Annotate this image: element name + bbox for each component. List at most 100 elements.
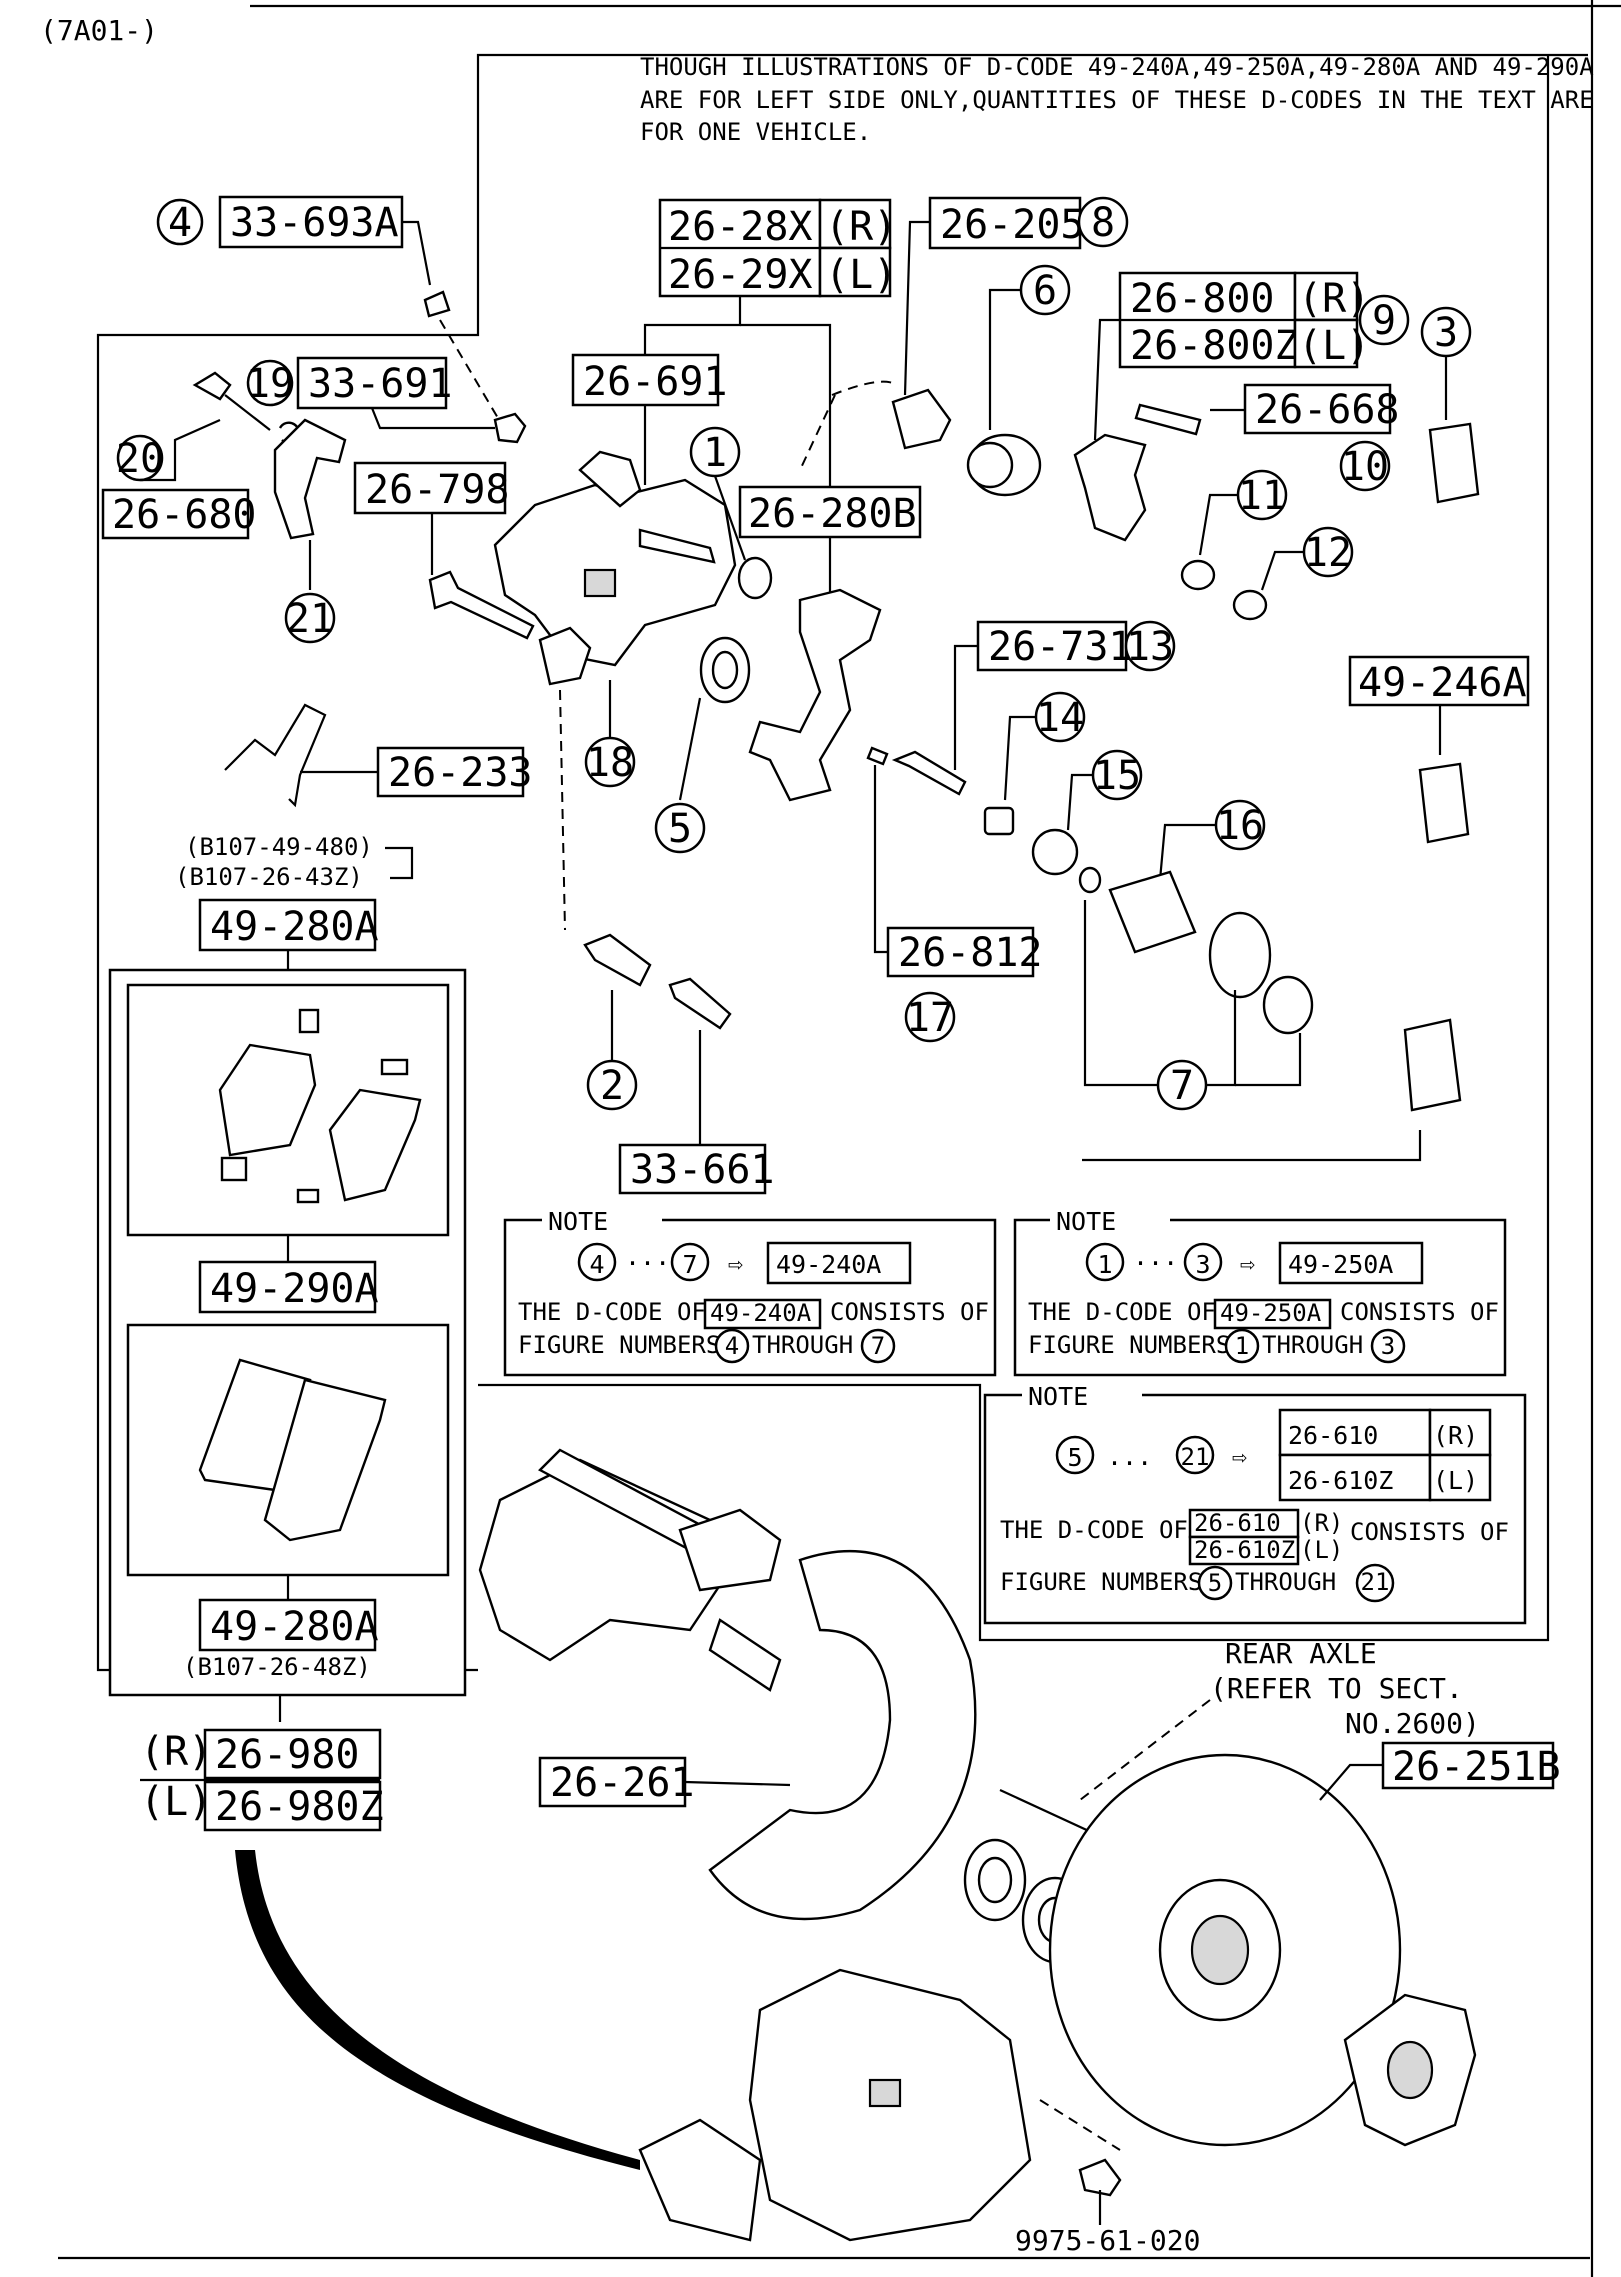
shim-illustrations — [218, 1008, 422, 1204]
note2-text-d: THROUGH — [1262, 1331, 1363, 1359]
guide-pin-bolt — [428, 570, 535, 640]
note1-text-c: FIGURE NUMBERS — [518, 1331, 720, 1359]
note1-arrow: ⇨ — [728, 1249, 743, 1278]
note3-inline-side-r: (R) — [1300, 1509, 1343, 1537]
note1-inline-a-circle — [714, 1328, 750, 1364]
part-26-233-group: 26-233 — [224, 703, 533, 808]
callout-21-group: 21 — [273, 418, 347, 644]
part-code-26-29X: 26-29X — [668, 252, 813, 298]
spindle-part — [891, 388, 952, 450]
callout-19 — [246, 359, 294, 407]
part-26-691-group: 26-691 — [571, 353, 728, 485]
note3-inline-b: 21 — [1361, 1568, 1390, 1596]
part-box-26-798 — [353, 461, 507, 515]
pin-part — [866, 746, 889, 766]
part-code-26-812: 26-812 — [898, 930, 1043, 976]
o-ring-large — [1262, 975, 1314, 1035]
assy-l-label: (L) — [140, 1779, 212, 1825]
pin-boot-part — [737, 556, 773, 600]
brake-pad-lower — [1403, 1018, 1462, 1112]
note3-code-l: 26-610Z — [1288, 1466, 1393, 1495]
callout-3-group: 3 — [1420, 306, 1480, 504]
part-code-26-980Z: 26-980Z — [215, 1784, 384, 1830]
clip-b — [380, 1058, 409, 1076]
note3-text-c: FIGURE NUMBERS — [1000, 1568, 1202, 1596]
rear-axle-line-1: REAR AXLE — [1225, 1637, 1377, 1670]
note1-code-box — [766, 1241, 912, 1285]
pad-inner — [263, 1378, 387, 1542]
side-l-label: (L) — [825, 252, 897, 298]
callout-7-number: 7 — [1170, 1063, 1194, 1109]
note2-text-a: THE D-CODE OF — [1028, 1298, 1216, 1326]
shim-outer — [218, 1043, 317, 1157]
callout-1-group: 1 — [689, 426, 773, 600]
note1-text-b: CONSISTS OF — [830, 1298, 989, 1326]
callout-4-group: 4 33-693A — [156, 195, 506, 431]
callout-19-number: 19 — [246, 361, 294, 407]
note3-r: (R) — [1433, 1421, 1478, 1450]
note3-l-box — [1428, 1453, 1492, 1502]
part-box-26-233 — [376, 746, 525, 798]
note2-inline-code-box — [1213, 1298, 1332, 1330]
dust-shield-group: 26-261 — [538, 1550, 977, 1921]
part-code-26-798: 26-798 — [365, 467, 510, 513]
note-box-1 — [503, 1218, 997, 1377]
note2-range-b: 3 — [1195, 1250, 1210, 1279]
note1-text-d: THROUGH — [752, 1331, 853, 1359]
callout-13-number: 13 — [1126, 624, 1174, 670]
page-code: (7A01-) — [40, 14, 158, 47]
callout-12-group: 12 — [1232, 526, 1354, 621]
note3-inline-l: 26-610Z — [1194, 1536, 1295, 1564]
callout-2-number: 2 — [600, 1063, 624, 1109]
part-box-26-205 — [928, 196, 1082, 250]
piston-ring-part — [1208, 911, 1272, 999]
callout-9-group: 26-800 26-800Z (R) (L) 9 — [1073, 271, 1410, 542]
caliper-assembly-port — [868, 2078, 902, 2108]
kit-code-49-280A-bottom: 49-280A — [210, 1604, 379, 1650]
o-ring-small — [1078, 866, 1102, 894]
note3-range-a: 5 — [1067, 1443, 1082, 1472]
note1-range-a: 4 — [589, 1250, 604, 1279]
note2-range-b-circle — [1183, 1242, 1223, 1282]
seal-part — [1232, 589, 1268, 621]
note2-ellipsis: ··· — [1133, 1249, 1178, 1278]
callout-9 — [1358, 294, 1410, 346]
callout-16-group: 16 — [1078, 799, 1314, 1035]
callout-4 — [156, 198, 204, 246]
pad-spring-part — [273, 418, 347, 540]
part-code-26-680: 26-680 — [112, 492, 257, 538]
callout-16-number: 16 — [1216, 803, 1264, 849]
kit-code-49-280A-top: 49-280A — [210, 904, 379, 950]
callout-8 — [1077, 196, 1129, 248]
callout-10 — [1339, 440, 1391, 492]
note1-range-b-circle — [670, 1242, 710, 1282]
part-code-26-980: 26-980 — [215, 1732, 360, 1778]
callout-17-group: 26-812 17 — [866, 746, 1043, 1043]
kit-box-49-280A-bottom — [198, 1598, 377, 1652]
note1-code: 49-240A — [776, 1250, 881, 1279]
snap-ring-part — [1031, 828, 1079, 876]
callout-3-number: 3 — [1434, 310, 1458, 356]
operating-lever-part — [1073, 433, 1147, 542]
part-box-26-680 — [101, 488, 250, 540]
note-title-bg-2 — [1050, 1208, 1170, 1234]
note3-inline-side-l: (L) — [1300, 1536, 1343, 1564]
side-l-box-9 — [1293, 318, 1359, 369]
clip-a — [298, 1008, 320, 1034]
group-frame-right — [478, 55, 1550, 1642]
caliper-lug-lower — [538, 626, 592, 686]
part-box-49-246A — [1348, 655, 1530, 707]
note3-dots: ... — [1107, 1442, 1152, 1471]
part-code-26-731: 26-731 — [988, 624, 1133, 670]
note2-arrow: ⇨ — [1240, 1249, 1255, 1278]
callout-12-number: 12 — [1304, 530, 1352, 576]
callout-5-number: 5 — [668, 806, 692, 852]
note3-text-a: THE D-CODE OF — [1000, 1516, 1188, 1544]
note3-inline-a-circle — [1197, 1565, 1233, 1601]
callout-19-group: 19 33-691 — [246, 356, 527, 444]
part-code-26-668: 26-668 — [1255, 387, 1400, 433]
caliper-bleed-port — [583, 568, 617, 598]
note1-text-a: THE D-CODE OF — [518, 1298, 706, 1326]
part-code-33-693A: 33-693A — [230, 200, 399, 246]
